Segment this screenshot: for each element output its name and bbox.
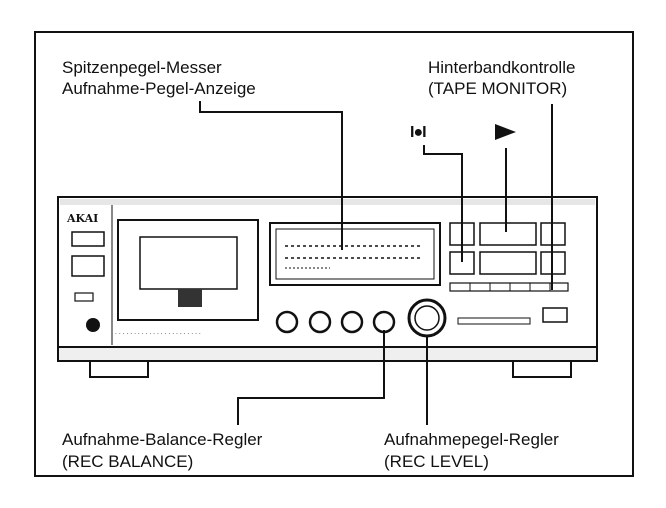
left-foot — [89, 360, 149, 378]
rec-pause-symbol: I●I — [410, 124, 427, 141]
rec-pause-leader — [423, 145, 463, 262]
tape-monitor-label-1: Hinterbandkontrolle — [428, 58, 576, 77]
cassette-window — [139, 236, 238, 290]
power-button[interactable] — [71, 255, 105, 277]
brand-logo: AKAI — [66, 212, 98, 225]
selector-switches[interactable] — [457, 317, 531, 325]
knob-1[interactable] — [275, 310, 299, 334]
counter-reset-button[interactable] — [542, 307, 568, 323]
model-caption: · · · · · · · · · · · · · · · · · · · · … — [115, 331, 201, 338]
timer-switch[interactable] — [74, 292, 94, 302]
play-button[interactable] — [479, 222, 537, 246]
rec-level-label-1: Aufnahmepegel-Regler — [384, 430, 559, 449]
right-foot — [512, 360, 572, 378]
headphone-jack[interactable] — [86, 318, 100, 332]
stop-button[interactable] — [479, 251, 537, 275]
play-icon — [495, 124, 516, 140]
eject-button[interactable] — [71, 231, 105, 247]
peak-meter-label-2: Aufnahme-Pegel-Anzeige — [62, 79, 256, 98]
knob-2[interactable] — [308, 310, 332, 334]
tape-monitor-label-2: (TAPE MONITOR) — [428, 79, 568, 98]
rec-balance-knob[interactable] — [372, 310, 396, 334]
diagram-frame — [34, 31, 634, 477]
peak-meter-leader — [199, 101, 343, 250]
cassette-hub — [178, 289, 202, 307]
rec-level-knob-cap — [414, 305, 440, 331]
function-buttons[interactable] — [469, 283, 551, 291]
rec-balance-label-2: (REC BALANCE) — [62, 452, 194, 471]
rec-balance-leader — [237, 330, 385, 425]
peak-meter-label-1: Spitzenpegel-Messer — [62, 58, 222, 77]
rec-level-label-2: (REC LEVEL) — [384, 452, 489, 471]
function-button-strip — [449, 282, 569, 292]
rec-balance-label-1: Aufnahme-Balance-Regler — [62, 430, 263, 449]
deck-top-edge — [60, 199, 595, 205]
meter-segments — [285, 245, 420, 269]
deck-base — [57, 346, 598, 362]
knob-3[interactable] — [340, 310, 364, 334]
level-meter-inner — [275, 228, 435, 280]
